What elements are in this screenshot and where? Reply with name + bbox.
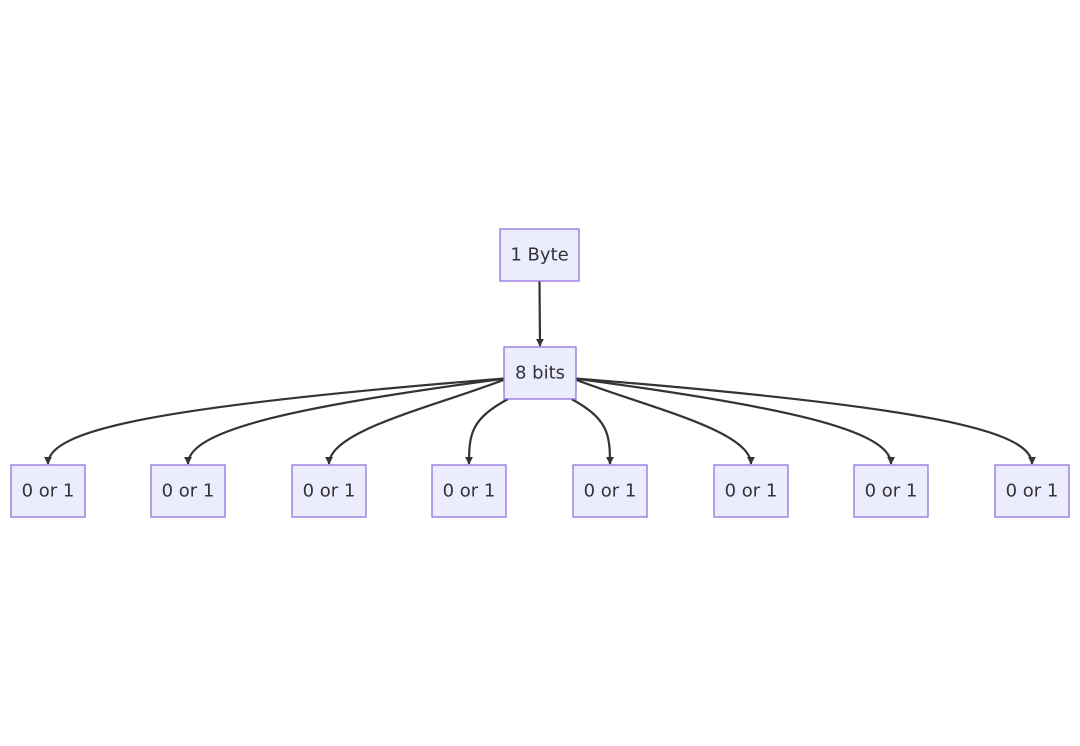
node-bits-box — [503, 346, 577, 400]
edges-layer — [44, 280, 1036, 465]
node-bits: 8 bits — [503, 346, 577, 400]
node-bit-7: 0 or 1 — [853, 464, 929, 518]
node-bit-6-box — [713, 464, 789, 518]
node-bit-6: 0 or 1 — [713, 464, 789, 518]
node-bit-6-label: 0 or 1 — [725, 481, 778, 502]
node-bit-7-box — [853, 464, 929, 518]
node-bit-5-label: 0 or 1 — [584, 481, 637, 502]
edge-bits-to-bit-4 — [465, 398, 509, 465]
node-byte: 1 Byte — [499, 228, 580, 282]
edge-bits-to-bit-8 — [571, 377, 1036, 465]
node-bit-3-box — [291, 464, 367, 518]
node-bit-4-label: 0 or 1 — [443, 481, 496, 502]
edge-bits-to-bit-1 — [44, 377, 509, 465]
node-bit-8-label: 0 or 1 — [1006, 481, 1059, 502]
node-bit-7-label: 0 or 1 — [865, 481, 918, 502]
node-bit-3-label: 0 or 1 — [303, 481, 356, 502]
node-bit-4-box — [431, 464, 507, 518]
node-bit-2-label: 0 or 1 — [162, 481, 215, 502]
node-byte-box — [499, 228, 580, 282]
node-bit-1: 0 or 1 — [10, 464, 86, 518]
node-bit-2-box — [150, 464, 226, 518]
node-bit-5-box — [572, 464, 648, 518]
node-byte-label: 1 Byte — [510, 245, 568, 266]
edge-bits-to-bit-3 — [325, 377, 509, 465]
edge-bits-to-bit-5 — [570, 398, 614, 465]
nodes-layer: 1 Byte 8 bits 0 or 1 0 or 1 0 or 1 0 or 1 0 or… — [10, 228, 1070, 518]
node-bit-4: 0 or 1 — [431, 464, 507, 518]
edge-bits-to-bit-2 — [184, 377, 509, 465]
node-bit-1-label: 0 or 1 — [22, 481, 75, 502]
node-bit-8-box — [994, 464, 1070, 518]
edge-bits-to-bit-6 — [571, 377, 755, 465]
node-bits-label: 8 bits — [515, 363, 565, 384]
node-bit-5: 0 or 1 — [572, 464, 648, 518]
node-bit-2: 0 or 1 — [150, 464, 226, 518]
node-bit-1-box — [10, 464, 86, 518]
node-bit-3: 0 or 1 — [291, 464, 367, 518]
edge-bits-to-bit-7 — [571, 377, 895, 465]
node-bit-8: 0 or 1 — [994, 464, 1070, 518]
edge-byte-to-bits — [535, 280, 544, 347]
